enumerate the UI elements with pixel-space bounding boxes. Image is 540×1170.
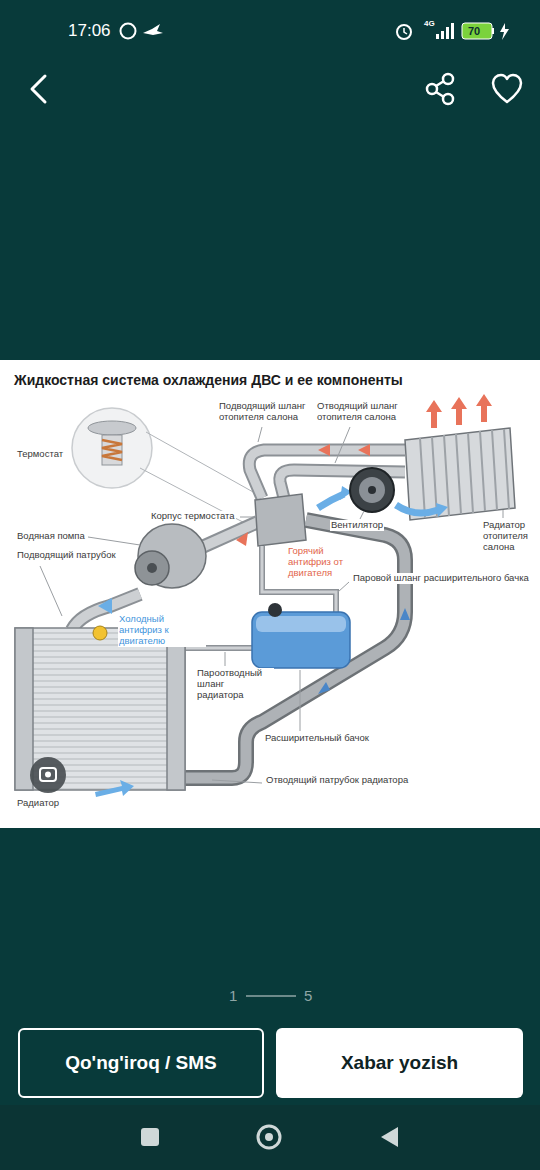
cold-flow-arrow xyxy=(98,598,112,614)
fan-rotor xyxy=(359,477,385,503)
part-label: Пароотводный шланг радиатора xyxy=(196,668,274,701)
part-label: Радиатор отопителя салона xyxy=(482,520,536,553)
alarm-icon xyxy=(397,25,411,39)
page-indicator: 5 xyxy=(304,987,312,1004)
charging-icon xyxy=(500,23,509,40)
warm-air-arrows xyxy=(426,394,492,428)
page-indicator: 1 xyxy=(229,987,237,1004)
bird-icon xyxy=(143,24,163,35)
pager-line xyxy=(246,995,296,997)
status-time: 17:06 xyxy=(68,21,111,41)
lens-icon xyxy=(30,757,66,793)
radiator-tank xyxy=(167,628,185,790)
radiator-tank xyxy=(15,628,33,790)
signal-bars xyxy=(436,23,454,39)
alarm-hands xyxy=(404,28,407,34)
home-icon xyxy=(258,1126,280,1148)
app-icon xyxy=(121,24,136,39)
fan-housing xyxy=(350,468,394,512)
part-label: Корпус термостата xyxy=(150,511,236,522)
leader-lines xyxy=(40,427,503,783)
part-label: Отводящий патрубок радиатора xyxy=(265,775,409,786)
share-icon xyxy=(427,74,453,104)
tank-cap xyxy=(268,603,282,617)
message-button: Xabar yozish xyxy=(276,1028,523,1098)
part-label: Радиатор xyxy=(16,798,60,809)
button-label: Qo'ng'iroq / SMS xyxy=(65,1052,217,1074)
part-label: Паровой шланг расширительного бачка xyxy=(352,573,530,584)
thermostat-body xyxy=(102,435,122,465)
thermostat-callout xyxy=(72,408,152,488)
battery-icon xyxy=(462,23,492,39)
air-out-arrow xyxy=(396,505,438,513)
part-label: Подводящий шланг отопителя салона xyxy=(218,401,312,423)
call-button: Qo'ng'iroq / SMS xyxy=(18,1028,264,1098)
thermostat-housing xyxy=(255,494,306,546)
part-label: Водяная помпа xyxy=(16,531,86,542)
radiator-steam-hose xyxy=(185,647,256,650)
image-background xyxy=(0,360,540,828)
part-label: Подводящий патрубок xyxy=(16,550,117,561)
heater-core xyxy=(405,428,515,520)
pump-hose xyxy=(200,522,258,548)
part-label: Расширительный бачок xyxy=(264,733,370,744)
part-label: Отводящий шланг отопителя салона xyxy=(316,401,410,423)
battery-level: 70 xyxy=(468,25,480,38)
button-label: Xabar yozish xyxy=(341,1052,458,1074)
favorite-icon xyxy=(493,75,521,102)
battery-nub xyxy=(492,28,494,34)
network-type: 4G xyxy=(424,19,435,28)
back-icon xyxy=(32,76,45,102)
pump-pulley xyxy=(135,551,169,585)
callout-lines xyxy=(140,432,262,530)
part-label: Вентилятор xyxy=(330,520,384,531)
flow-label: Холодный антифриз к двигателю xyxy=(118,614,206,647)
hot-flow-arrow xyxy=(236,532,248,546)
expansion-tank xyxy=(252,612,350,668)
diagram-title: Жидкостная система охлаждения ДВС и ее к… xyxy=(14,372,403,388)
air-arrow xyxy=(95,780,134,797)
flow-arrows xyxy=(318,444,370,456)
recent-apps-icon xyxy=(141,1128,159,1146)
part-label: Термостат xyxy=(16,449,64,460)
thermostat-flange xyxy=(88,421,136,435)
heater-fins xyxy=(420,429,509,518)
radiator-cap xyxy=(93,626,107,640)
nav-bar xyxy=(0,1105,540,1170)
back-nav-icon xyxy=(381,1127,398,1147)
flow-label: Горячий антифриз от двигателя xyxy=(287,546,351,579)
air-in-arrow xyxy=(318,494,344,508)
thermostat-spring xyxy=(102,440,122,460)
radiator-outlet-hose xyxy=(185,520,405,778)
